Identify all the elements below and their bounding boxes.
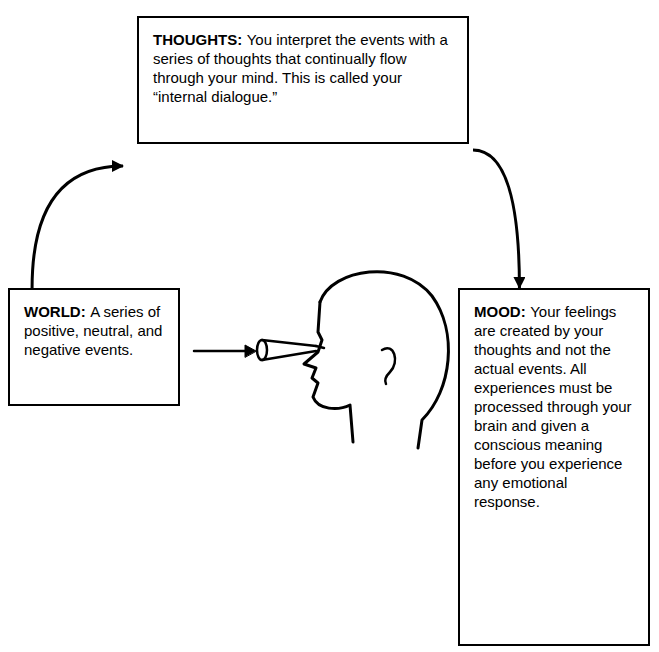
ear	[382, 348, 395, 384]
thoughts-box: THOUGHTS:You interpret the events with a…	[137, 16, 469, 144]
view-cone-end	[257, 340, 267, 360]
cycle-arrow	[473, 150, 519, 288]
view-cone	[262, 340, 316, 360]
mood-box: MOOD:Your feelings are created by your t…	[458, 288, 650, 646]
skull-outline	[320, 272, 448, 448]
world-box: WORLD:A series of positive, neutral, and…	[8, 288, 180, 406]
box-body: Your feelings are created by your though…	[474, 303, 632, 510]
box-heading: MOOD:	[474, 303, 526, 320]
world-to-eye-arrowhead	[245, 345, 256, 357]
face-profile	[304, 302, 353, 442]
world-to-eye-arrow	[194, 350, 250, 353]
box-heading: THOUGHTS:	[153, 31, 242, 48]
box-heading: WORLD:	[24, 303, 86, 320]
cycle-arrow	[32, 166, 123, 288]
